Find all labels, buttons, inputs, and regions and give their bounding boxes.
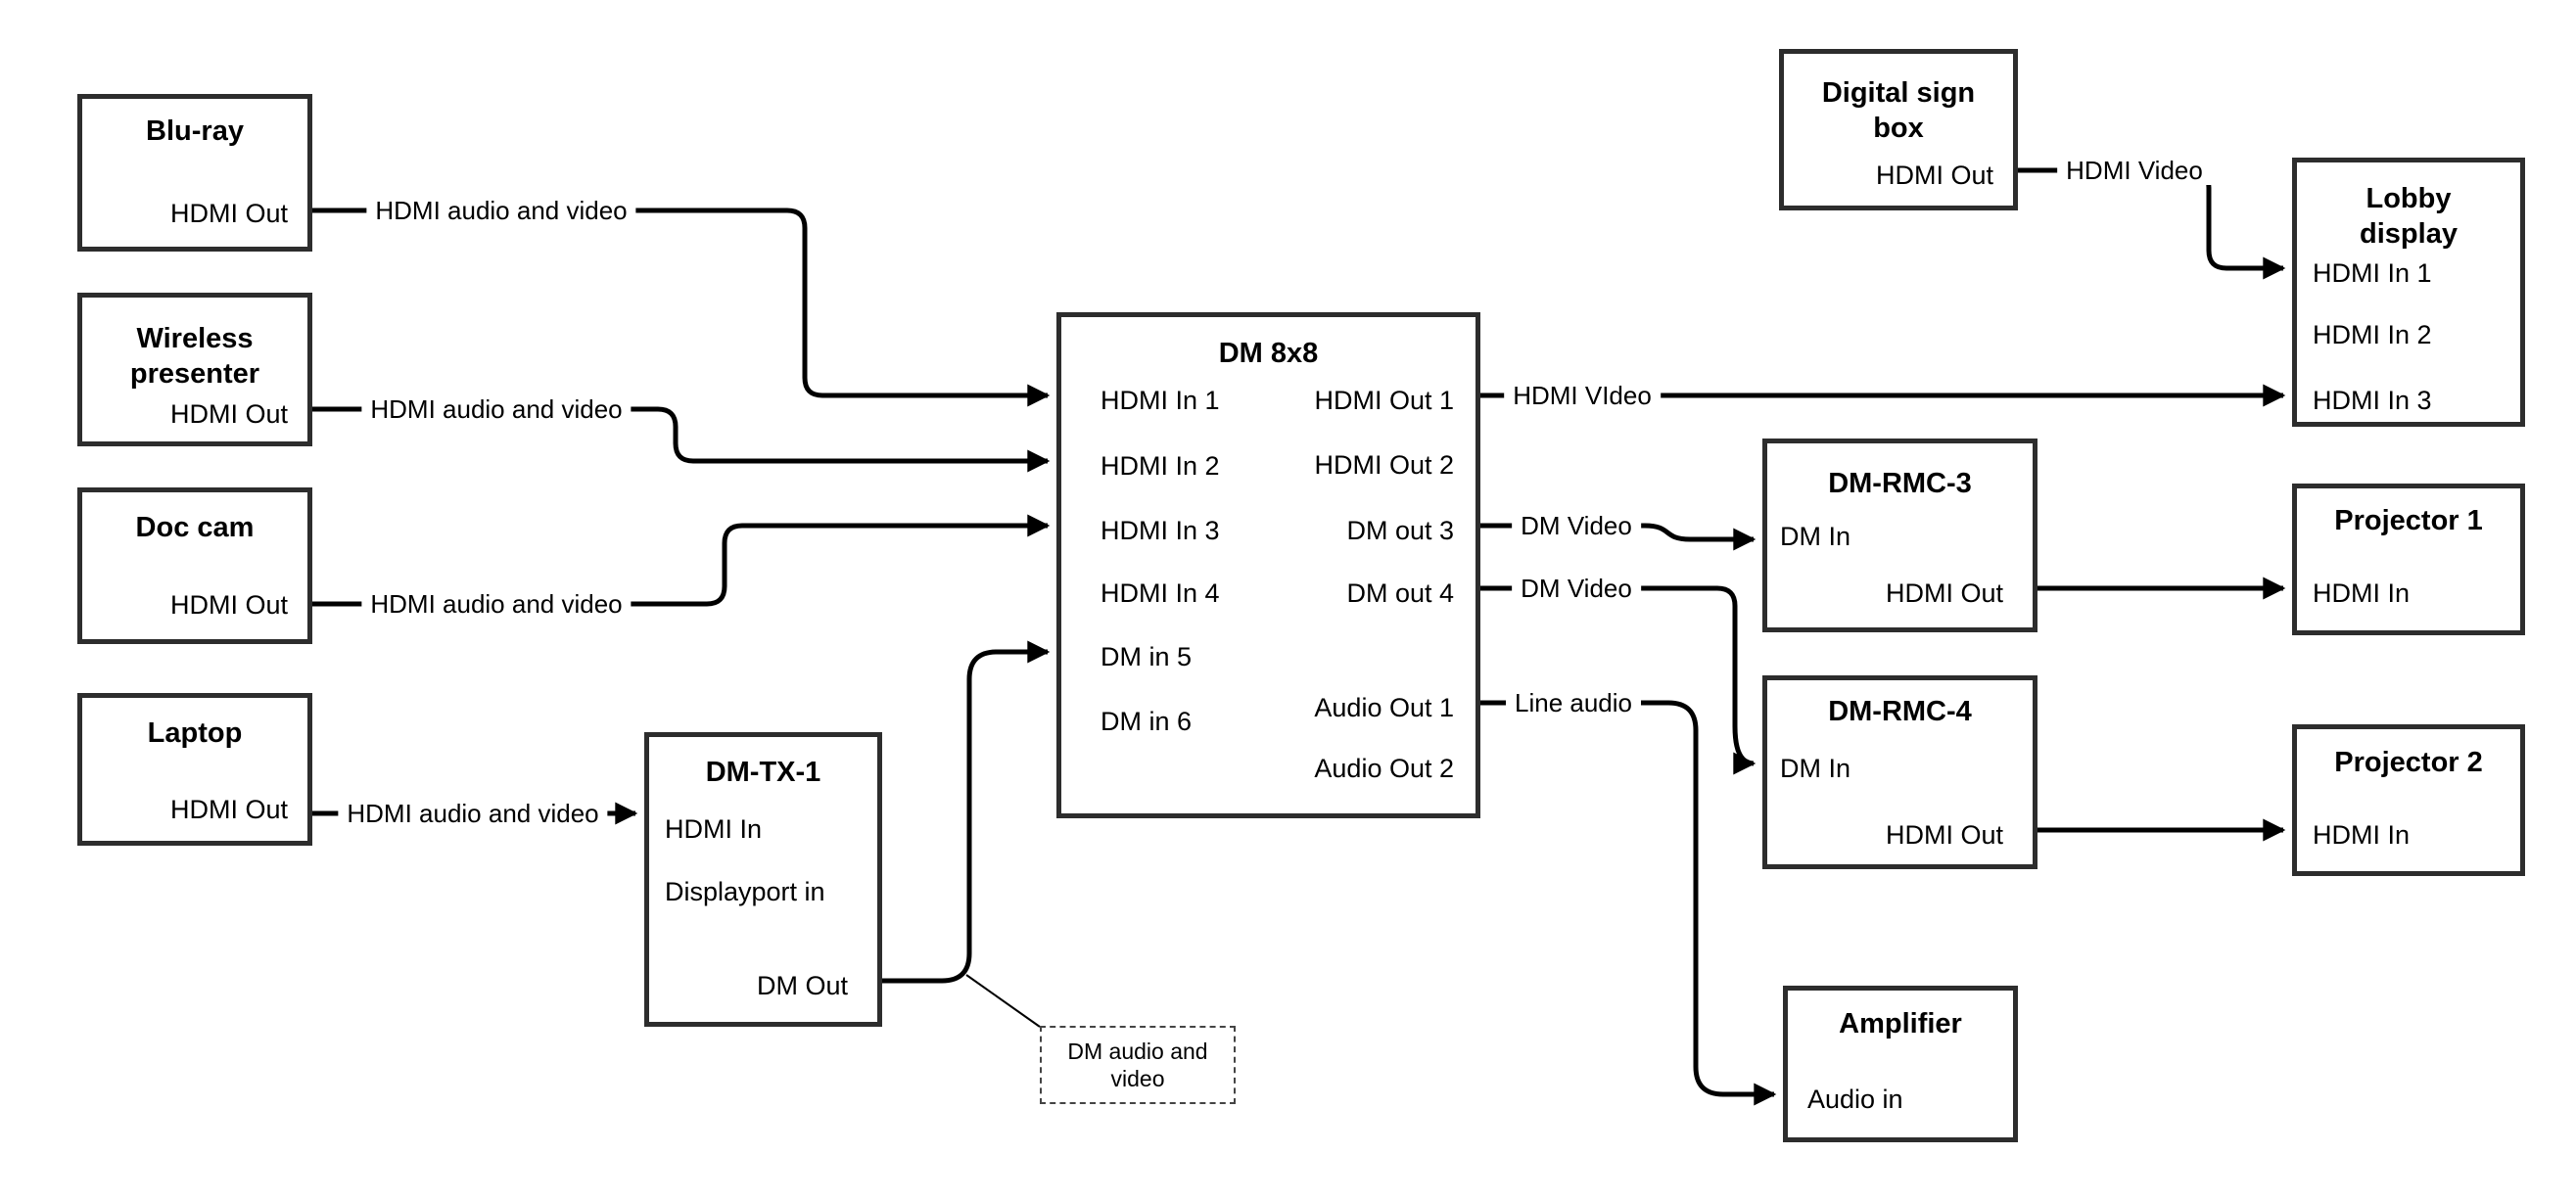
node-dm-8x8-port-hdmi-out-1: HDMI Out 1 [1314, 386, 1454, 415]
note-leader-line [965, 974, 1041, 1028]
node-amplifier-title: Amplifier [1839, 1008, 1962, 1039]
edge-label-laptop-hdmi-av: HDMI audio and video [338, 799, 608, 828]
edge-label-line-audio: Line audio [1506, 688, 1641, 717]
node-dm-rmc-4: DM-RMC-4 DM In HDMI Out [1762, 675, 2037, 869]
node-dm-8x8-port-hdmi-in-3: HDMI In 3 [1101, 516, 1220, 545]
node-dm-rmc-4-port-hdmi-out: HDMI Out [1885, 820, 2003, 850]
edge-dm8x8-out4-to-dmrmc4-dmin [1480, 585, 1756, 775]
node-dm-8x8-port-audio-out-1: Audio Out 1 [1314, 693, 1454, 722]
edge-wireless-to-dm8x8-in2 [312, 406, 1051, 473]
node-dm-8x8-port-dm-in-5: DM in 5 [1101, 642, 1193, 671]
node-dm-rmc-4-port-dm-in: DM In [1780, 754, 1851, 783]
node-laptop-title: Laptop [147, 717, 243, 749]
node-wireless-presenter-title: Wireless presenter [129, 323, 260, 390]
node-bluray-port-hdmi-out: HDMI Out [169, 199, 288, 228]
node-dm-tx-1-port-displayport-in: Displayport in [665, 877, 825, 906]
edge-label-dm-video-out4: DM Video [1512, 574, 1641, 603]
edge-dm8x8-aout1-to-amplifier [1480, 700, 1777, 1106]
node-dm-8x8-port-audio-out-2: Audio Out 2 [1314, 754, 1454, 783]
node-dm-8x8-port-dm-out-4: DM out 4 [1346, 578, 1454, 608]
edge-dm8x8-out3-to-dmrmc3-dmin [1480, 523, 1756, 551]
node-dm-tx-1-port-dm-out: DM Out [756, 971, 848, 1000]
node-projector-2: Projector 2 HDMI In [2292, 724, 2525, 876]
node-doc-cam-port-hdmi-out: HDMI Out [169, 590, 288, 620]
edge-label-hdmi-video-out1: HDMI VIdeo [1504, 381, 1661, 410]
node-lobby-display: Lobby display HDMI In 1 HDMI In 2 HDMI I… [2292, 158, 2525, 427]
node-projector-1-port-hdmi-in: HDMI In [2313, 578, 2411, 608]
edge-label-hdmi-video-sign: HDMI Video [2057, 156, 2212, 185]
node-wireless-presenter: Wireless presenter HDMI Out [77, 293, 312, 446]
node-laptop-port-hdmi-out: HDMI Out [169, 795, 288, 824]
edge-bluray-to-dm8x8-in1 [312, 208, 1051, 407]
node-dm-8x8-title: DM 8x8 [1218, 338, 1319, 369]
node-dm-8x8-port-dm-out-3: DM out 3 [1346, 516, 1454, 545]
node-bluray: Blu-ray HDMI Out [77, 94, 312, 252]
node-projector-1: Projector 1 HDMI In [2292, 484, 2525, 635]
edge-digitalsign-to-lobby-in1 [2018, 167, 2286, 280]
node-dm-rmc-3: DM-RMC-3 DM In HDMI Out [1762, 439, 2037, 632]
node-lobby-display-port-hdmi-in-2: HDMI In 2 [2313, 320, 2432, 349]
edge-doccam-to-dm8x8-in3 [312, 514, 1051, 607]
node-dm-8x8-port-hdmi-out-2: HDMI Out 2 [1314, 450, 1454, 480]
node-lobby-display-title: Lobby display [2360, 183, 2458, 250]
node-dm-tx-1: DM-TX-1 HDMI In Displayport in DM Out [644, 732, 882, 1027]
edge-label-dm-video-out3: DM Video [1512, 511, 1641, 540]
node-digital-sign-box-port-hdmi-out: HDMI Out [1875, 161, 1993, 190]
node-dm-tx-1-port-hdmi-in: HDMI In [665, 814, 763, 844]
note-dm-audio-and-video: DM audio and video [1040, 1026, 1236, 1104]
node-doc-cam-title: Doc cam [135, 512, 255, 543]
node-amplifier-port-audio-in: Audio in [1807, 1085, 1903, 1114]
edge-label-doccam-hdmi-av: HDMI audio and video [361, 589, 632, 619]
node-lobby-display-port-hdmi-in-3: HDMI In 3 [2313, 386, 2432, 415]
node-dm-tx-1-title: DM-TX-1 [705, 757, 821, 788]
edge-label-bluray-hdmi-av: HDMI audio and video [366, 196, 636, 225]
node-dm-8x8: DM 8x8 HDMI In 1 HDMI In 2 HDMI In 3 HDM… [1056, 312, 1480, 818]
node-projector-1-title: Projector 1 [2334, 505, 2483, 536]
node-projector-2-title: Projector 2 [2334, 747, 2483, 778]
node-dm-rmc-3-port-dm-in: DM In [1780, 522, 1851, 551]
node-dm-8x8-port-hdmi-in-4: HDMI In 4 [1101, 578, 1220, 608]
node-lobby-display-port-hdmi-in-1: HDMI In 1 [2313, 258, 2432, 288]
node-digital-sign-box: Digital sign box HDMI Out [1779, 49, 2018, 210]
node-digital-sign-box-title: Digital sign box [1821, 77, 1976, 144]
node-bluray-title: Blu-ray [146, 115, 244, 147]
edge-dmtx1-dmout-to-dm8x8-in5 [882, 640, 1051, 984]
node-dm-8x8-port-hdmi-in-2: HDMI In 2 [1101, 451, 1220, 481]
node-doc-cam: Doc cam HDMI Out [77, 487, 312, 644]
node-dm-rmc-3-title: DM-RMC-3 [1828, 468, 1972, 499]
node-dm-rmc-3-port-hdmi-out: HDMI Out [1885, 578, 2003, 608]
node-wireless-presenter-port-hdmi-out: HDMI Out [169, 399, 288, 429]
node-laptop: Laptop HDMI Out [77, 693, 312, 846]
node-dm-8x8-port-hdmi-in-1: HDMI In 1 [1101, 386, 1220, 415]
edge-label-wireless-hdmi-av: HDMI audio and video [361, 394, 632, 424]
node-dm-8x8-port-dm-in-6: DM in 6 [1101, 707, 1193, 736]
node-amplifier: Amplifier Audio in [1783, 986, 2018, 1142]
node-projector-2-port-hdmi-in: HDMI In [2313, 820, 2411, 850]
node-dm-rmc-4-title: DM-RMC-4 [1828, 696, 1972, 727]
